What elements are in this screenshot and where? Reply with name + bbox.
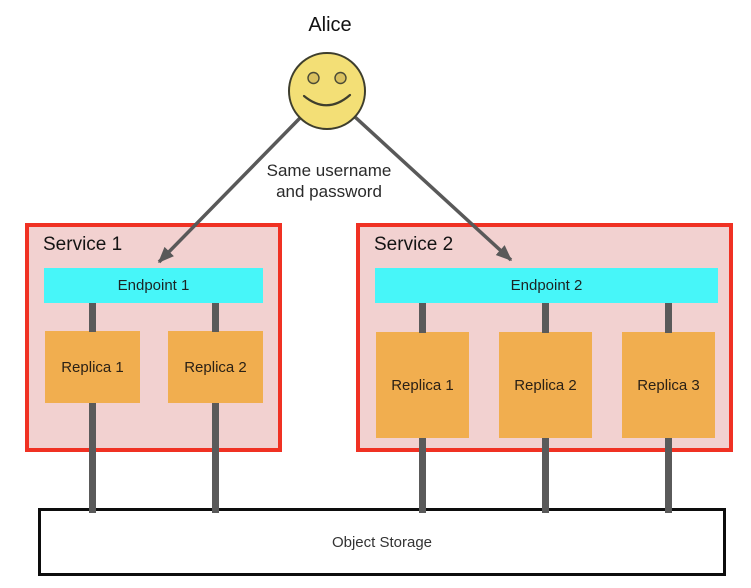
connector-endpoint2-replica3 [665,303,672,333]
smiley-mouth [302,93,352,107]
annotation-label: Same username and password [239,160,419,202]
endpoint-1-box: Endpoint 1 [44,268,263,303]
service-1-replica-1: Replica 1 [45,331,140,403]
connector-s2-replica2-storage [542,438,549,513]
connector-endpoint2-replica1 [419,303,426,333]
connector-endpoint1-replica2 [212,303,219,332]
service-2-replica-2: Replica 2 [499,332,592,438]
smiley-face-icon [288,52,366,130]
service-2-replica-1: Replica 1 [376,332,469,438]
service-1-title: Service 1 [43,234,123,255]
connector-s1-replica1-storage [89,403,96,513]
service-1-box: Service 1 Endpoint 1 Replica 1 Replica 2 [25,223,282,513]
connector-s2-replica1-storage [419,438,426,513]
endpoint-2-box: Endpoint 2 [375,268,718,303]
object-storage-box: Object Storage [38,508,726,576]
connector-s2-replica3-storage [665,438,672,513]
annotation-line-1: Same username [266,161,392,180]
user-label: Alice [308,14,352,36]
service-2-replica-3: Replica 3 [622,332,715,438]
service-2-box: Service 2 Endpoint 2 Replica 1 Replica 2… [356,223,733,513]
smiley-eye-right [334,71,347,85]
service-1-replica-2: Replica 2 [168,331,263,403]
smiley-eye-left [307,71,320,85]
annotation-line-2: and password [276,182,382,201]
smiley-head [288,52,366,130]
connector-s1-replica2-storage [212,403,219,513]
service-2-title: Service 2 [374,234,454,255]
connector-endpoint2-replica2 [542,303,549,333]
object-storage-label: Object Storage [331,533,433,551]
connector-endpoint1-replica1 [89,303,96,332]
